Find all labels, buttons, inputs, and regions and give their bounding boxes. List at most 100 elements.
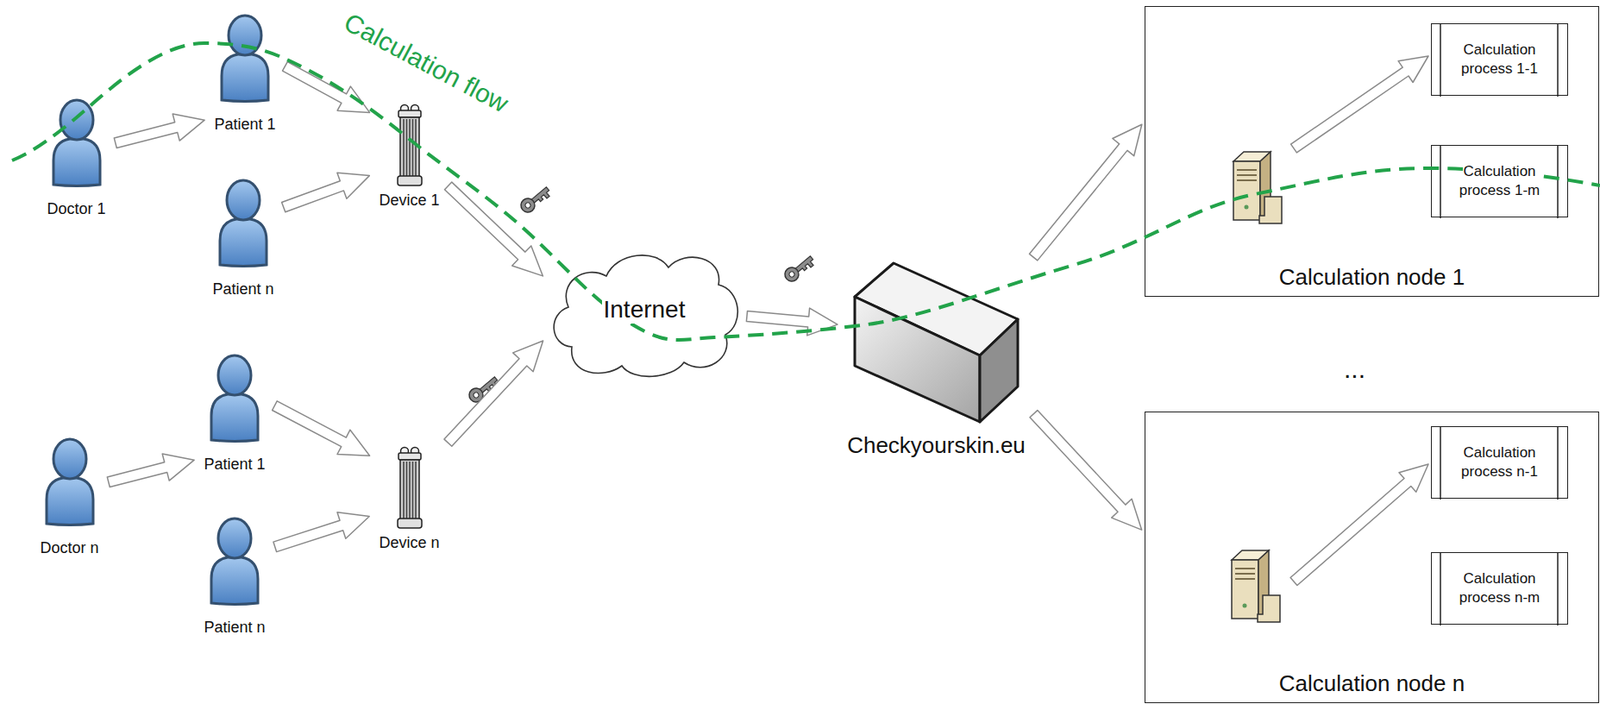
label-holder: Doctor n (34, 539, 105, 558)
node-label: Device n (376, 533, 441, 553)
device-node: Device n (373, 444, 446, 553)
person-node: Patient 1 (198, 351, 271, 474)
person-head (226, 180, 260, 220)
person-icon (207, 351, 263, 442)
node-label: Patient n (210, 280, 276, 299)
block-arrow (272, 401, 371, 456)
label-holder: Doctor 1 (41, 200, 112, 219)
person-body (221, 54, 269, 102)
device-icon (395, 101, 424, 189)
node-label: Internet (602, 295, 688, 324)
person-head (53, 439, 87, 479)
label-holder: Device 1 (373, 191, 446, 210)
label-holder: Calculation node 1 (1145, 264, 1599, 291)
process-side-bars (1431, 24, 1568, 95)
process-side-bar (1439, 145, 1442, 219)
person-icon (217, 12, 273, 102)
person-node: Doctor n (34, 435, 105, 558)
key-icon (518, 183, 553, 216)
label-anchor: ... (1342, 354, 1368, 384)
process-side-bar (1439, 24, 1442, 97)
label-holder: Calculation process n-m (1431, 552, 1568, 624)
person-node: Patient n (207, 176, 280, 299)
person-icon (207, 514, 263, 605)
server-icon (1231, 550, 1280, 622)
label-holder: Calculation process n-1 (1431, 426, 1568, 498)
process-side-bars (1431, 426, 1568, 498)
person-body (46, 477, 94, 526)
block-arrow (282, 62, 371, 113)
process-side-bar (1556, 145, 1559, 219)
label-holder: Patient 1 (208, 115, 282, 134)
label-holder: Calculation process 1-1 (1431, 24, 1568, 95)
server-node: Checkyourskin.eu (841, 260, 1031, 459)
process-text: Calculation process n-1 (1461, 444, 1538, 480)
node-label: Device 1 (376, 191, 441, 210)
flow-label: Calculation flow (338, 6, 515, 120)
block-arrow (282, 172, 371, 213)
person-head (218, 355, 251, 396)
person-body (219, 219, 267, 267)
label-holder: Calculation process n-m (1448, 569, 1552, 608)
label-anchor: Calculation flow (338, 6, 515, 120)
person-icon (42, 435, 98, 526)
node-label: Calculation node n (1277, 671, 1467, 697)
person-head (218, 518, 251, 559)
process-side-bars (1431, 552, 1568, 624)
label-holder: Calculation node n (1145, 671, 1599, 697)
label-holder: Patient n (198, 618, 271, 637)
node-label: Patient 1 (201, 455, 267, 474)
person-icon (215, 176, 271, 267)
process-text: Calculation process n-m (1459, 570, 1541, 606)
person-node: Patient n (198, 514, 271, 637)
illustration-arrow (1290, 464, 1429, 586)
block-arrow (1029, 124, 1142, 261)
block-arrow (444, 340, 544, 446)
process-side-bars (1431, 145, 1568, 217)
process-side-bar (1556, 552, 1559, 626)
server-box (854, 263, 1018, 422)
label-holder: Patient 1 (198, 455, 271, 474)
key-icon (782, 252, 816, 285)
server-box-icon (852, 260, 1021, 425)
person-head (228, 15, 262, 56)
device-icon (395, 444, 424, 531)
person-node: Patient 1 (208, 12, 282, 134)
block-arrow (445, 181, 544, 277)
person-icon (49, 96, 105, 187)
block-arrow (106, 453, 195, 487)
label-holder: Calculation process 1-1 (1448, 40, 1552, 79)
process-text: Calculation process 1-1 (1461, 41, 1538, 77)
calculation-flow-line (12, 43, 1600, 340)
device-column (397, 105, 422, 187)
node-label: Patient 1 (212, 115, 277, 134)
label-holder: Patient n (207, 280, 280, 299)
label-holder: Calculation process 1-m (1431, 145, 1568, 217)
person-body (211, 394, 258, 442)
person-node: Doctor 1 (41, 96, 112, 219)
label-holder: Checkyourskin.eu (841, 432, 1031, 459)
block-arrow (113, 113, 205, 148)
process-side-bar (1439, 552, 1442, 626)
label-holder: Device n (373, 533, 446, 553)
person-head (60, 100, 94, 140)
calculation-node-box: Calculation node n Calculation process n-… (1144, 411, 1600, 703)
block-arrow (273, 512, 370, 553)
illustration-arrow (1291, 56, 1429, 153)
label-holder: Calculation process 1-m (1448, 162, 1552, 201)
process-box: Calculation process n-m (1430, 552, 1569, 625)
node-label: Calculation node 1 (1277, 264, 1467, 291)
device-column (397, 447, 422, 529)
block-arrow (1029, 410, 1142, 530)
process-box: Calculation process 1-1 (1430, 23, 1569, 96)
device-node: Device 1 (373, 101, 446, 210)
ellipsis-label: ... (1342, 354, 1368, 384)
process-side-bar (1556, 24, 1559, 97)
process-side-bar (1439, 426, 1442, 500)
calculation-node-box: Calculation node 1 Calculation process 1-… (1144, 6, 1600, 297)
node-label: Doctor n (37, 539, 101, 558)
label-holder: Internet (545, 244, 743, 380)
cloud-outline (553, 255, 738, 377)
node-label: Doctor 1 (44, 200, 107, 219)
